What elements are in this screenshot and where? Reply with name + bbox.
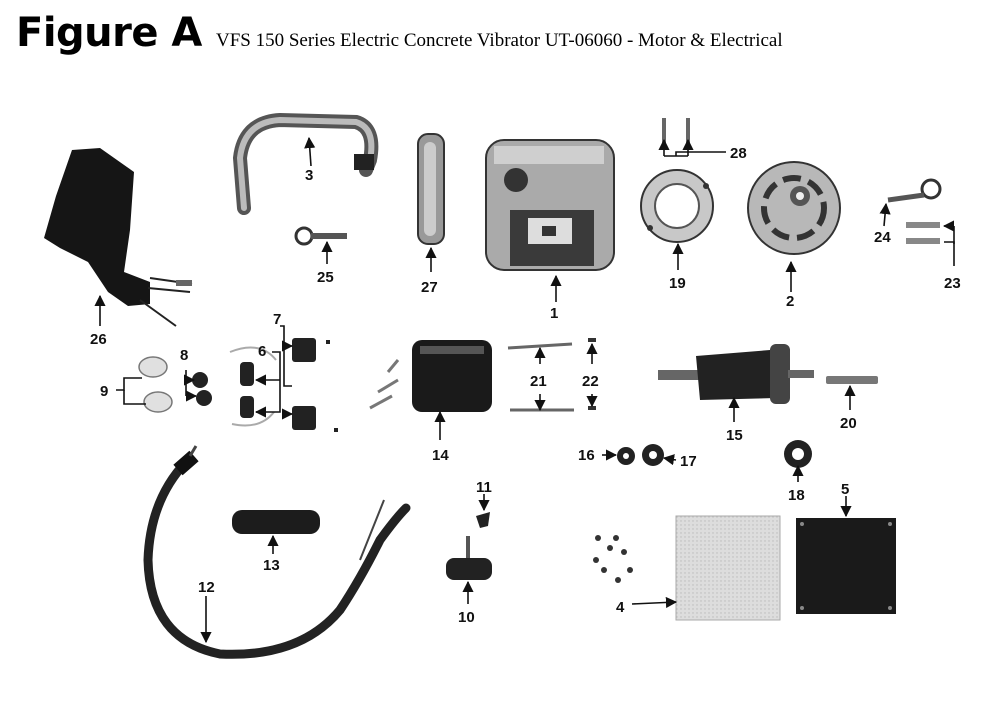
callout-24: 24 — [874, 229, 891, 246]
part-22-pins — [588, 338, 596, 410]
part-8-knobs — [192, 372, 212, 406]
callout-25: 25 — [317, 269, 334, 286]
part-14-stator — [369, 340, 492, 412]
part-7-terminal-blocks — [292, 338, 338, 432]
leader-6 — [256, 351, 281, 413]
part-11-switch-knob — [476, 512, 490, 528]
callout-21: 21 — [530, 373, 547, 390]
leader-9b — [123, 390, 146, 405]
part-5-gasket-plate — [796, 518, 896, 614]
leader-7 — [280, 325, 292, 387]
part-18-bearing — [784, 440, 812, 468]
part-24-eye-bolt — [887, 178, 942, 203]
leader-23 — [944, 241, 955, 266]
callout-18: 18 — [788, 487, 805, 504]
callout-23: 23 — [944, 275, 961, 292]
callout-7: 7 — [273, 311, 281, 328]
callout-19: 19 — [669, 275, 686, 292]
callout-8: 8 — [180, 347, 188, 364]
callout-17: 17 — [680, 453, 697, 470]
part-4-cover-plate — [593, 515, 781, 621]
callout-5: 5 — [841, 481, 849, 498]
callout-11: 11 — [476, 479, 492, 496]
callout-27: 27 — [421, 279, 438, 296]
callout-26: 26 — [90, 331, 107, 348]
leader-9 — [116, 377, 142, 391]
callout-labels: 1 2 3 4 5 6 7 8 9 10 11 12 13 14 15 16 1… — [90, 145, 961, 626]
figure-title: Figure A — [16, 10, 202, 56]
part-12-power-cord — [143, 445, 411, 659]
part-15-rotor — [658, 344, 814, 404]
part-6-switch-parts — [229, 346, 277, 427]
callout-4: 4 — [616, 599, 625, 616]
leader-28 — [675, 151, 726, 156]
part-23-screws — [906, 222, 940, 244]
part-1-motor-housing — [485, 139, 615, 271]
part-13-grip-sleeve — [232, 510, 320, 534]
callout-20: 20 — [840, 415, 857, 432]
leader-17 — [662, 454, 677, 466]
leader-24 — [879, 202, 891, 227]
part-28-pins — [662, 118, 690, 150]
part-16-lock-washer — [617, 447, 635, 465]
callout-6: 6 — [258, 343, 266, 360]
part-19-end-plate — [640, 169, 714, 243]
figure-subtitle: VFS 150 Series Electric Concrete Vibrato… — [216, 30, 783, 51]
callout-13: 13 — [263, 557, 280, 574]
callout-2: 2 — [786, 293, 794, 310]
part-2-end-bell — [747, 161, 841, 255]
callout-12: 12 — [198, 579, 215, 596]
part-9-washers — [138, 356, 173, 413]
callout-3: 3 — [305, 167, 313, 184]
part-20-shaft-pin — [826, 376, 878, 384]
callout-9: 9 — [100, 383, 108, 400]
leader-lines — [94, 136, 955, 644]
callout-1: 1 — [550, 305, 558, 322]
callout-14: 14 — [432, 447, 449, 464]
callout-28: 28 — [730, 145, 747, 162]
leader-4 — [631, 596, 678, 609]
callout-15: 15 — [726, 427, 743, 444]
callout-10: 10 — [458, 609, 475, 626]
part-10-switch — [446, 536, 492, 580]
leader-3 — [304, 136, 316, 167]
callout-16: 16 — [578, 447, 595, 464]
part-17-washer — [642, 444, 664, 466]
part-27-ring — [417, 133, 445, 245]
callout-22: 22 — [582, 373, 599, 390]
part-25-eye-bolt — [294, 226, 347, 246]
part-26-handle-grip — [44, 148, 193, 327]
part-3-handle-bar — [232, 112, 379, 215]
